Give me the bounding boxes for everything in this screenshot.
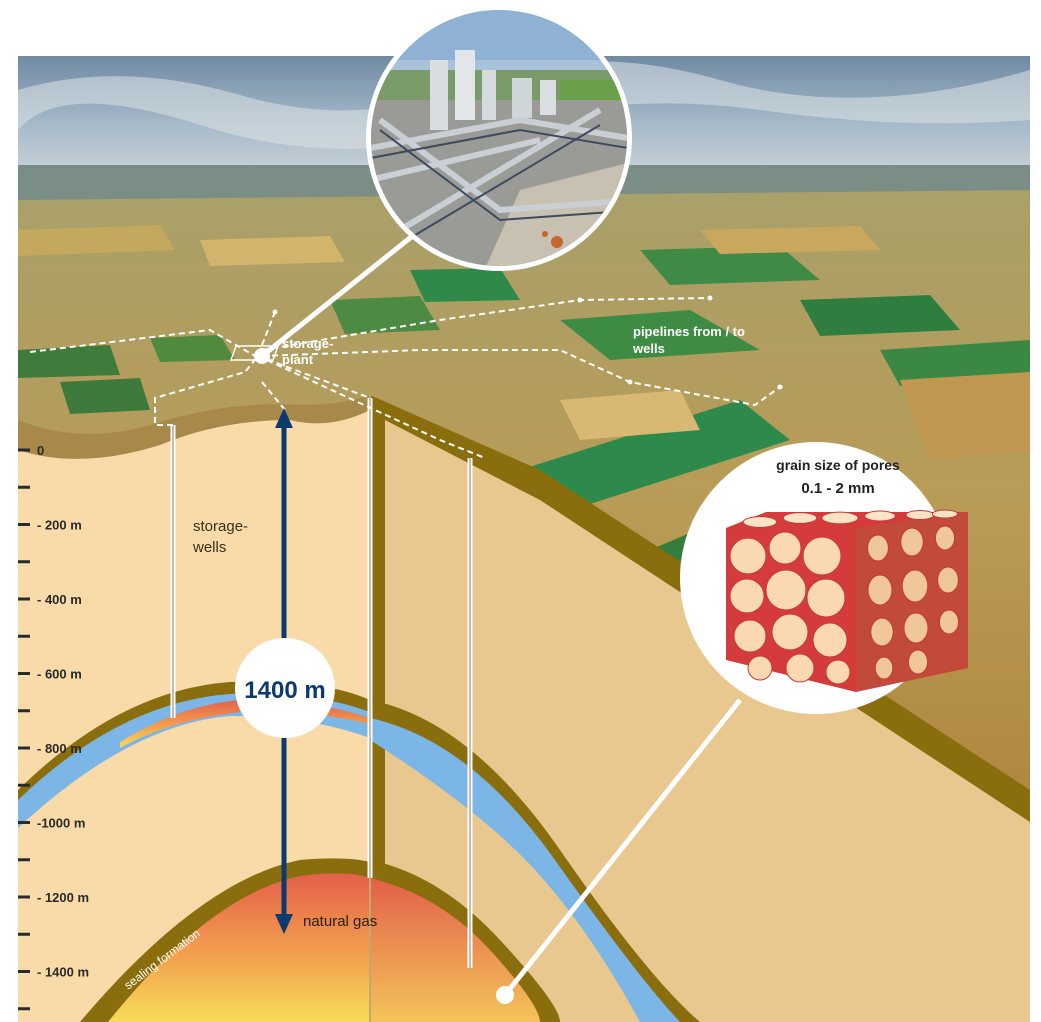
porous-rock-cube-icon bbox=[726, 509, 968, 692]
grain-shape bbox=[802, 536, 842, 576]
grain-shape bbox=[785, 653, 815, 683]
grain-shape bbox=[729, 578, 765, 614]
grain-shape bbox=[733, 619, 767, 653]
grain-shape bbox=[765, 569, 807, 611]
depth-tick-label: - 800 m bbox=[37, 741, 82, 756]
grain-shape bbox=[825, 659, 851, 685]
grain-shape bbox=[742, 516, 778, 528]
pores-title: grain size of pores bbox=[776, 457, 900, 473]
storage-plant-marker bbox=[229, 345, 280, 361]
grain-shape bbox=[870, 617, 894, 647]
grain-shape bbox=[864, 510, 896, 522]
pore-inset: grain size of pores 0.1 - 2 mm bbox=[496, 442, 968, 1004]
grain-shape bbox=[729, 537, 767, 575]
depth-arrow: 1400 m bbox=[235, 408, 335, 934]
depth-tick-label: 0 bbox=[37, 443, 44, 458]
depth-tick-label: - 400 m bbox=[37, 592, 82, 607]
pores-size: 0.1 - 2 mm bbox=[801, 480, 874, 497]
depth-tick-label: - 600 m bbox=[37, 667, 82, 682]
pipelines bbox=[29, 297, 781, 459]
grain-shape bbox=[782, 512, 818, 524]
storage-plant-photo bbox=[254, 5, 632, 364]
natural-gas-label: natural gas bbox=[303, 913, 377, 930]
grain-shape bbox=[907, 649, 929, 675]
grain-shape bbox=[934, 525, 956, 551]
grain-shape bbox=[812, 622, 848, 658]
depth-tick-label: - 1400 m bbox=[37, 965, 89, 980]
grain-shape bbox=[874, 656, 894, 680]
storage-plant-label: storage- plant bbox=[282, 336, 337, 367]
grain-shape bbox=[903, 612, 929, 644]
grain-shape bbox=[937, 566, 959, 594]
grain-shape bbox=[905, 510, 935, 520]
grain-shape bbox=[901, 569, 929, 603]
grain-shape bbox=[867, 534, 889, 562]
storage-wells bbox=[170, 398, 473, 968]
grain-shape bbox=[821, 511, 859, 525]
depth-tick-label: - 1200 m bbox=[37, 890, 89, 905]
grain-shape bbox=[771, 613, 809, 651]
pipelines-label: pipelines from / to wells bbox=[632, 324, 749, 356]
depth-tick-label: -1000 m bbox=[37, 816, 85, 831]
grain-shape bbox=[931, 509, 959, 519]
depth-tick-label: - 200 m bbox=[37, 518, 82, 533]
depth-value: 1400 m bbox=[244, 677, 325, 704]
storage-wells-label: storage- wells bbox=[192, 518, 252, 556]
grain-shape bbox=[806, 578, 846, 618]
depth-scale: 0 - 200 m - 400 m - 600 m - 800 m -1000 m - 12… bbox=[18, 443, 89, 1011]
pipeline-nodes bbox=[272, 295, 783, 390]
grain-shape bbox=[867, 574, 893, 606]
grain-shape bbox=[938, 609, 960, 635]
grain-shape bbox=[747, 655, 773, 681]
grain-shape bbox=[900, 527, 924, 557]
depth-value-circle bbox=[235, 638, 335, 738]
grain-shape bbox=[768, 531, 802, 565]
